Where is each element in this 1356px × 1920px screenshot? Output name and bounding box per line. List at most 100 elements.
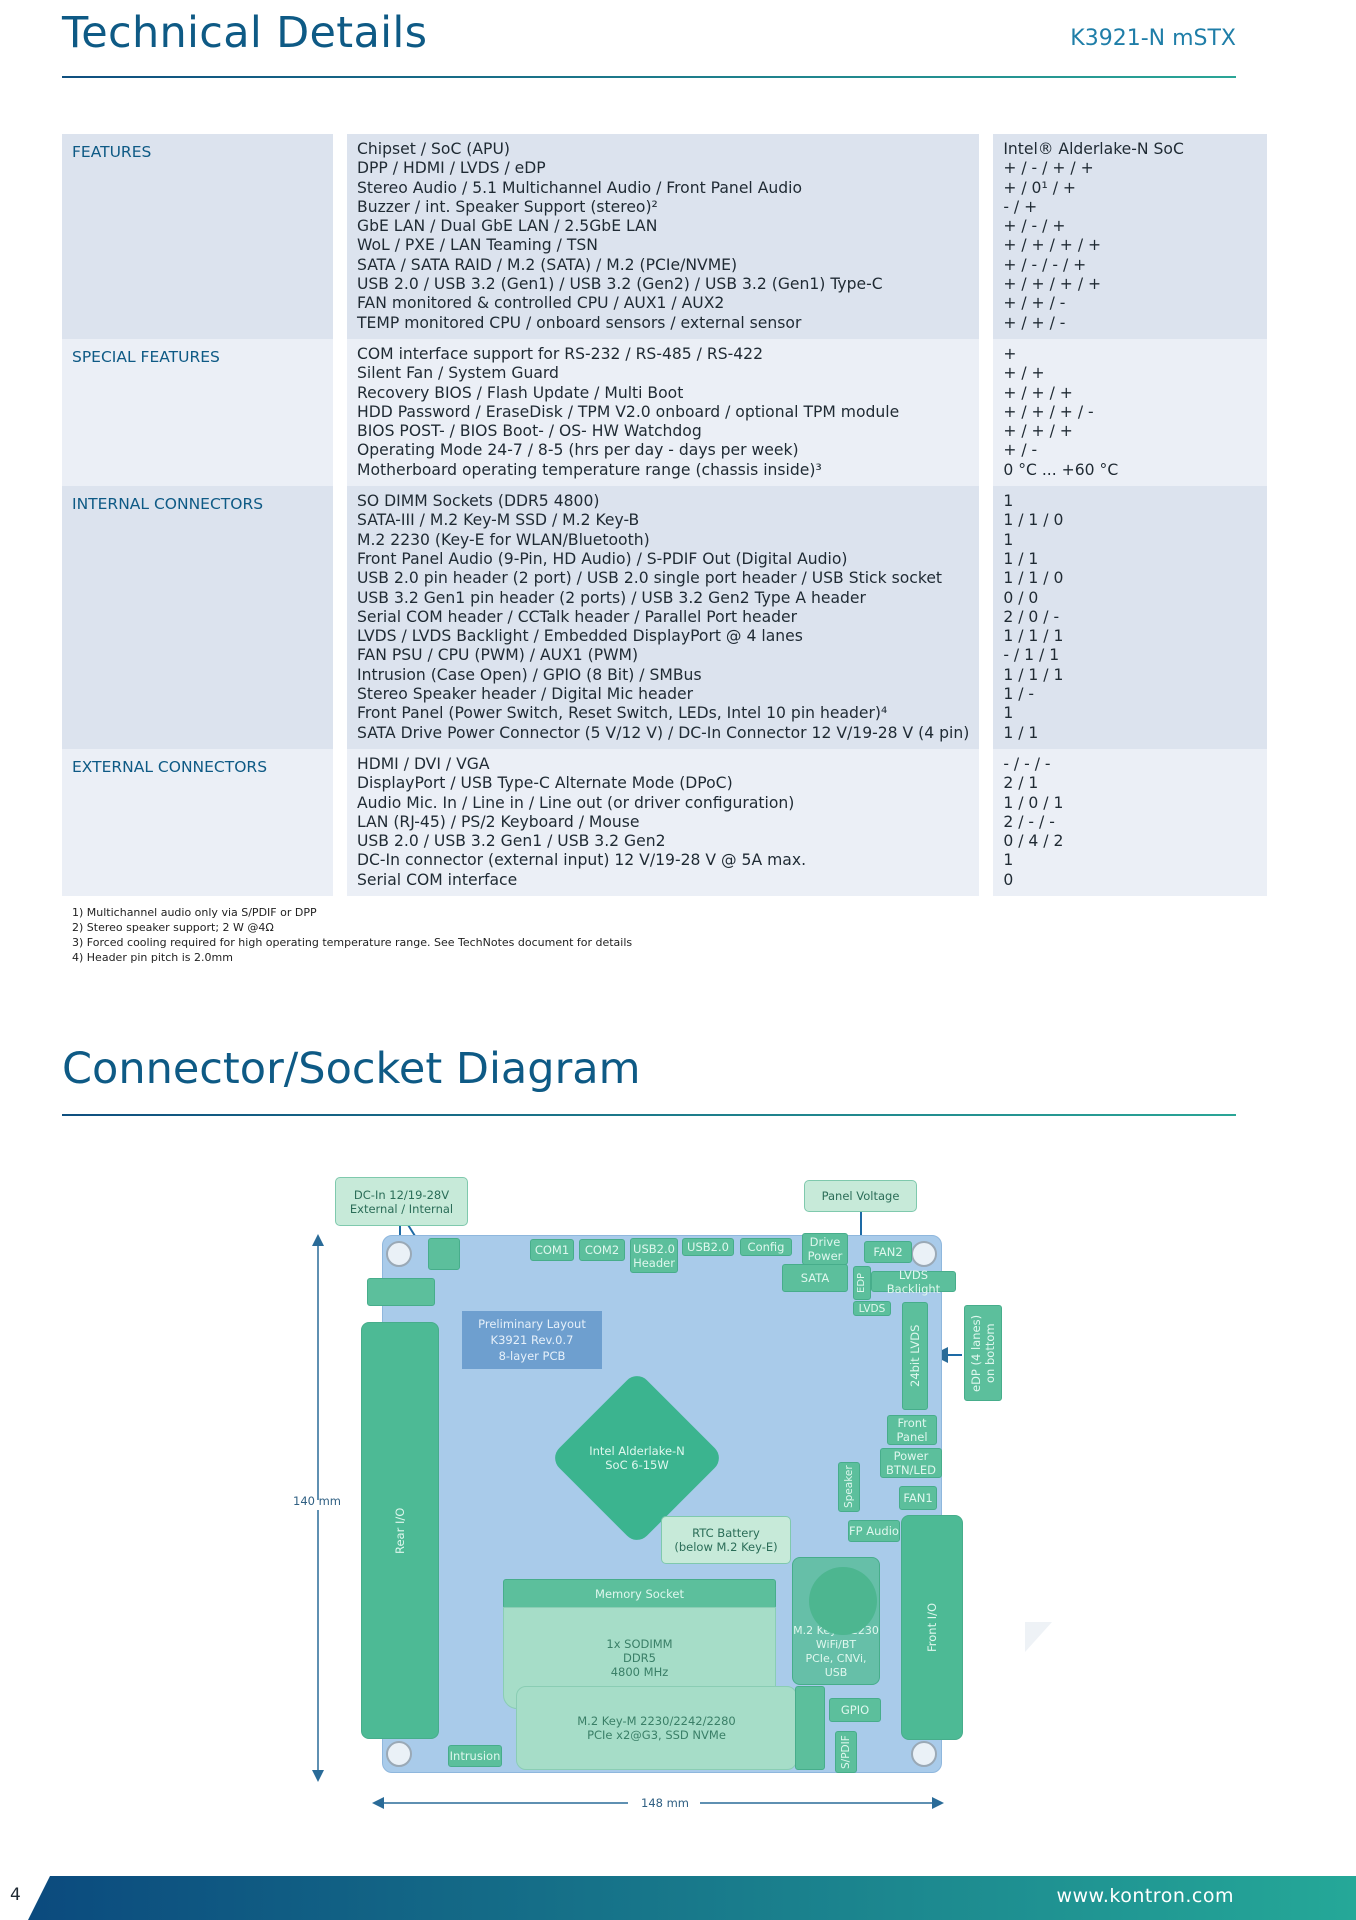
soc-label: Intel Alderlake-N SoC 6-15W (589, 1444, 685, 1472)
spec-item-label: LAN (RJ-45) / PS/2 Keyboard / Mouse (357, 812, 640, 831)
spec-item-value: + / + / - (1003, 313, 1066, 332)
spec-item-value: Intel® Alderlake-N SoC (1003, 140, 1184, 158)
spec-item-label: SATA-III / M.2 Key-M SSD / M.2 Key-B (357, 511, 640, 530)
front-panel-connector: Front Panel (887, 1415, 937, 1445)
spec-item-value: 0 °C ... +60 °C (1003, 460, 1119, 479)
spec-item-label: Audio Mic. In / Line in / Line out (or d… (357, 793, 795, 812)
spec-item-value: + / + / + / + (1003, 275, 1102, 294)
edp-bottom-connector: eDP (4 lanes) on bottom (964, 1305, 1002, 1401)
spec-item-value: 2 / - / - (1003, 812, 1055, 831)
spec-item-value: 1 / 1 / 1 (1003, 627, 1064, 646)
spec-item-value: 0 / 0 (1003, 588, 1039, 607)
spec-item-value: 1 / 1 (1003, 549, 1039, 568)
mounting-hole (911, 1241, 937, 1267)
spec-item-label: Stereo Speaker header / Digital Mic head… (357, 685, 694, 704)
fp-audio-connector: FP Audio (848, 1520, 900, 1542)
usb20-connector: USB2.0 (682, 1238, 734, 1256)
spec-item-label: HDD Password / EraseDisk / TPM V2.0 onbo… (357, 402, 900, 421)
spec-section: INTERNAL CONNECTORS SO DIMM Sockets (DDR5… (62, 486, 1268, 749)
product-model: K3921-N mSTX (1070, 26, 1236, 51)
com1-connector: COM1 (530, 1239, 574, 1261)
dc-in-label: DC-In 12/19-28V External / Internal (335, 1177, 468, 1226)
spec-item-label: Intrusion (Case Open) / GPIO (8 Bit) / S… (357, 665, 702, 684)
spec-category: EXTERNAL CONNECTORS (62, 748, 333, 896)
footer-bar (28, 1876, 1356, 1920)
fan2-connector: FAN2 (864, 1241, 912, 1263)
spec-item-value: 1 (1003, 704, 1014, 723)
spec-item-value: + / - (1003, 441, 1038, 460)
spec-item-value: 1 / 1 / 0 (1003, 511, 1064, 530)
spec-item-label: Operating Mode 24-7 / 8-5 (hrs per day -… (357, 441, 799, 460)
footnotes: 1) Multichannel audio only via S/PDIF or… (72, 905, 632, 965)
spec-item-value: 1 / 1 / 0 (1003, 569, 1064, 588)
spec-item-value: + / + / + / - (1003, 402, 1094, 421)
spec-item-label: Buzzer / int. Speaker Support (stereo)² (357, 197, 658, 216)
spec-item-value: - / - / - (1003, 754, 1051, 773)
spec-item-label: WoL / PXE / LAN Teaming / TSN (357, 236, 598, 255)
power-button-led-connector: Power BTN/LED (880, 1448, 942, 1478)
speaker-connector: Speaker (838, 1462, 860, 1512)
dc-in-external-connector (367, 1278, 435, 1306)
spec-item-label: GbE LAN / Dual GbE LAN / 2.5GbE LAN (357, 217, 658, 236)
spec-category: INTERNAL CONNECTORS (62, 486, 333, 749)
page-number: 4 (10, 1885, 21, 1905)
dc-in-internal-connector (428, 1238, 460, 1270)
page-title: Technical Details (62, 8, 428, 58)
spec-item-value: 0 (1003, 870, 1014, 889)
spec-item-value: + / + (1003, 364, 1045, 383)
spec-values: Intel® Alderlake-N SoC+ / - / + / ++ / 0… (993, 134, 1268, 339)
spec-item-label: Recovery BIOS / Flash Update / Multi Boo… (357, 383, 684, 402)
edp-connector: EDP (853, 1266, 871, 1300)
spec-item-value: + / - / + (1003, 217, 1066, 236)
spec-item-value: + / - / - / + (1003, 255, 1087, 274)
com2-connector: COM2 (579, 1239, 625, 1261)
rear-io-block: Rear I/O (361, 1322, 439, 1739)
spec-item-value: + / + / + (1003, 422, 1073, 441)
width-dimension: 148 mm (641, 1796, 690, 1810)
spec-item-label: Motherboard operating temperature range … (357, 460, 822, 479)
spec-item-value: 1 / 0 / 1 (1003, 793, 1064, 812)
drive-power-connector: Drive Power (802, 1233, 848, 1265)
spec-item-label: BIOS POST- / BIOS Boot- / OS- HW Watchdo… (357, 422, 702, 441)
section-divider (62, 1114, 1236, 1116)
spec-item-label: SO DIMM Sockets (DDR5 4800) (357, 492, 600, 511)
spec-item-value: 1 / - (1003, 685, 1035, 704)
rtc-battery-label: RTC Battery (below M.2 Key-E) (661, 1516, 791, 1564)
spec-item-label: Chipset / SoC (APU) (357, 140, 510, 158)
height-dimension: 140 mm (293, 1494, 342, 1508)
spec-item-label: Serial COM interface (357, 870, 518, 889)
spec-item-label: FAN PSU / CPU (PWM) / AUX1 (PWM) (357, 646, 639, 665)
spec-item-value: - / + (1003, 197, 1038, 216)
mounting-hole (911, 1741, 937, 1767)
mounting-hole (386, 1241, 412, 1267)
rtc-battery (809, 1567, 877, 1635)
front-io-block: Front I/O (901, 1515, 963, 1740)
footnote: 3) Forced cooling required for high oper… (72, 936, 633, 949)
footnote: 2) Stereo speaker support; 2 W @4Ω (72, 921, 274, 934)
memory-socket: Memory Socket (503, 1579, 776, 1609)
spdif-connector: S/PDIF (835, 1731, 857, 1773)
spec-item-value: 1 / 1 / 1 (1003, 665, 1064, 684)
mounting-hole (386, 1741, 412, 1767)
spec-item-value: + / 0¹ / + (1003, 178, 1076, 197)
spec-item-value: + / + / + / + (1003, 236, 1102, 255)
spec-item-label: Silent Fan / System Guard (357, 364, 559, 383)
spec-item-value: - / 1 / 1 (1003, 646, 1060, 665)
spec-item-label: USB 2.0 pin header (2 port) / USB 2.0 si… (357, 569, 943, 588)
preliminary-layout-note: Preliminary Layout K3921 Rev.0.7 8-layer… (462, 1311, 602, 1369)
spec-item-value: + (1003, 344, 1017, 363)
spec-item-label: M.2 2230 (Key-E for WLAN/Bluetooth) (357, 530, 650, 549)
gpio-connector: GPIO (829, 1698, 881, 1722)
spec-item-value: 2 / 0 / - (1003, 607, 1060, 626)
spec-item-value: 2 / 1 (1003, 774, 1039, 793)
spec-item-label: USB 2.0 / USB 3.2 Gen1 / USB 3.2 Gen2 (357, 832, 666, 851)
spec-item-label: USB 2.0 / USB 3.2 (Gen1) / USB 3.2 (Gen2… (357, 275, 883, 294)
footer-url[interactable]: www.kontron.com (1056, 1885, 1234, 1907)
sata-connector: SATA (782, 1264, 848, 1292)
